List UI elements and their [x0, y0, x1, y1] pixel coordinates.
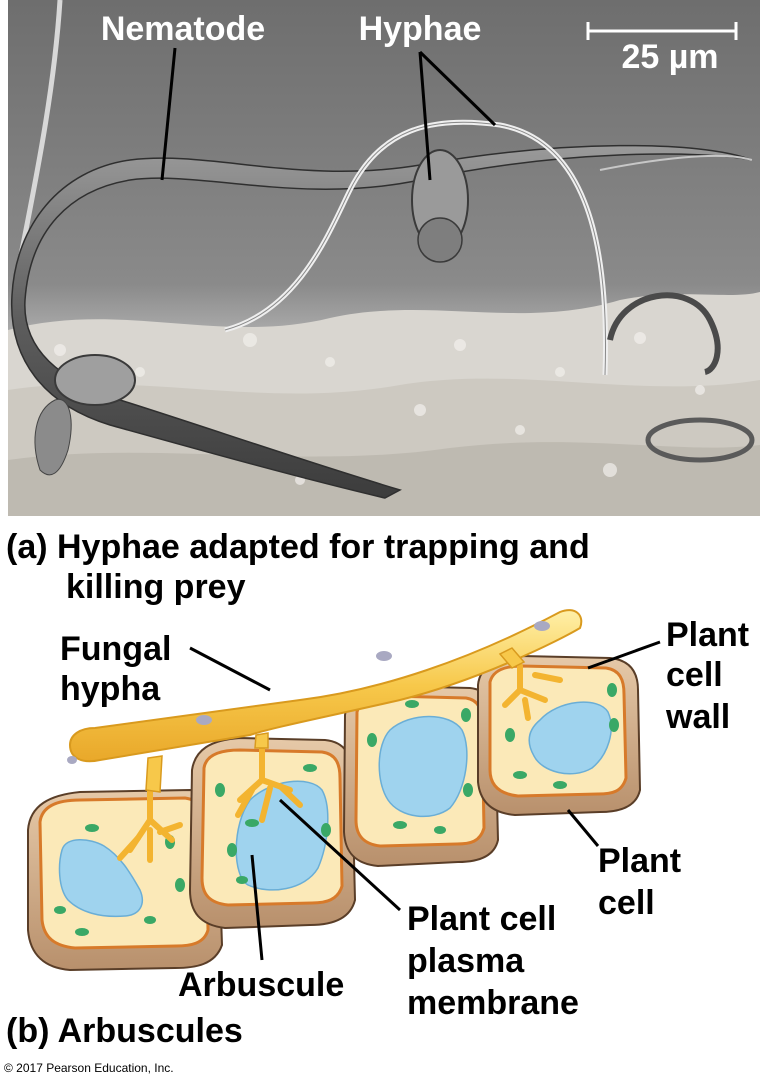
panel-b-leader-lines — [189, 640, 661, 961]
plant-cell-4 — [477, 654, 642, 817]
scale-bar-label: 25 µm — [621, 38, 718, 76]
plant-cell-3 — [342, 684, 500, 868]
fungal-hypha-label-line2: hypha — [60, 670, 161, 708]
nematode-label: Nematode — [101, 10, 265, 48]
hyphae-leader-line-1 — [418, 51, 432, 181]
plasma-membrane-label-line1: Plant cell — [407, 900, 556, 938]
plant-cell-2 — [188, 736, 357, 930]
nematode-leader-line — [160, 47, 177, 181]
plant-cell-wall-label-line1: Plant — [666, 616, 749, 654]
plasma-membrane-label-line3: membrane — [407, 984, 579, 1022]
caption-a-line2: killing prey — [66, 568, 246, 606]
arbuscule-label: Arbuscule — [178, 966, 344, 1004]
caption-a-line1: (a) Hyphae adapted for trapping and — [6, 528, 590, 566]
plasma-membrane-label-line2: plasma — [407, 942, 525, 980]
arbuscule-diagram — [27, 609, 642, 972]
hyphae-label: Hyphae — [359, 10, 482, 48]
fungal-hypha — [67, 609, 583, 793]
plant-cell-label-line2: cell — [598, 884, 655, 922]
micrograph-panel — [8, 0, 760, 516]
scale-bar — [586, 22, 738, 40]
panel-b-labels: Fungal hypha Plant cell wall Plant cell … — [60, 616, 749, 1022]
plant-cell-wall-label-line2: cell — [666, 656, 723, 694]
plant-cell-wall-label-line3: wall — [665, 698, 730, 736]
plant-cell-1 — [27, 777, 224, 972]
plant-cell-label-line1: Plant — [598, 842, 681, 880]
hyphae-leader-line-2 — [418, 50, 497, 127]
copyright-notice: © 2017 Pearson Education, Inc. — [4, 1061, 174, 1075]
panel-a-annotations: Nematode Hyphae 25 µm — [101, 10, 738, 181]
caption-b: (b) Arbuscules — [6, 1012, 243, 1050]
fungal-hypha-label-line1: Fungal — [60, 630, 171, 668]
